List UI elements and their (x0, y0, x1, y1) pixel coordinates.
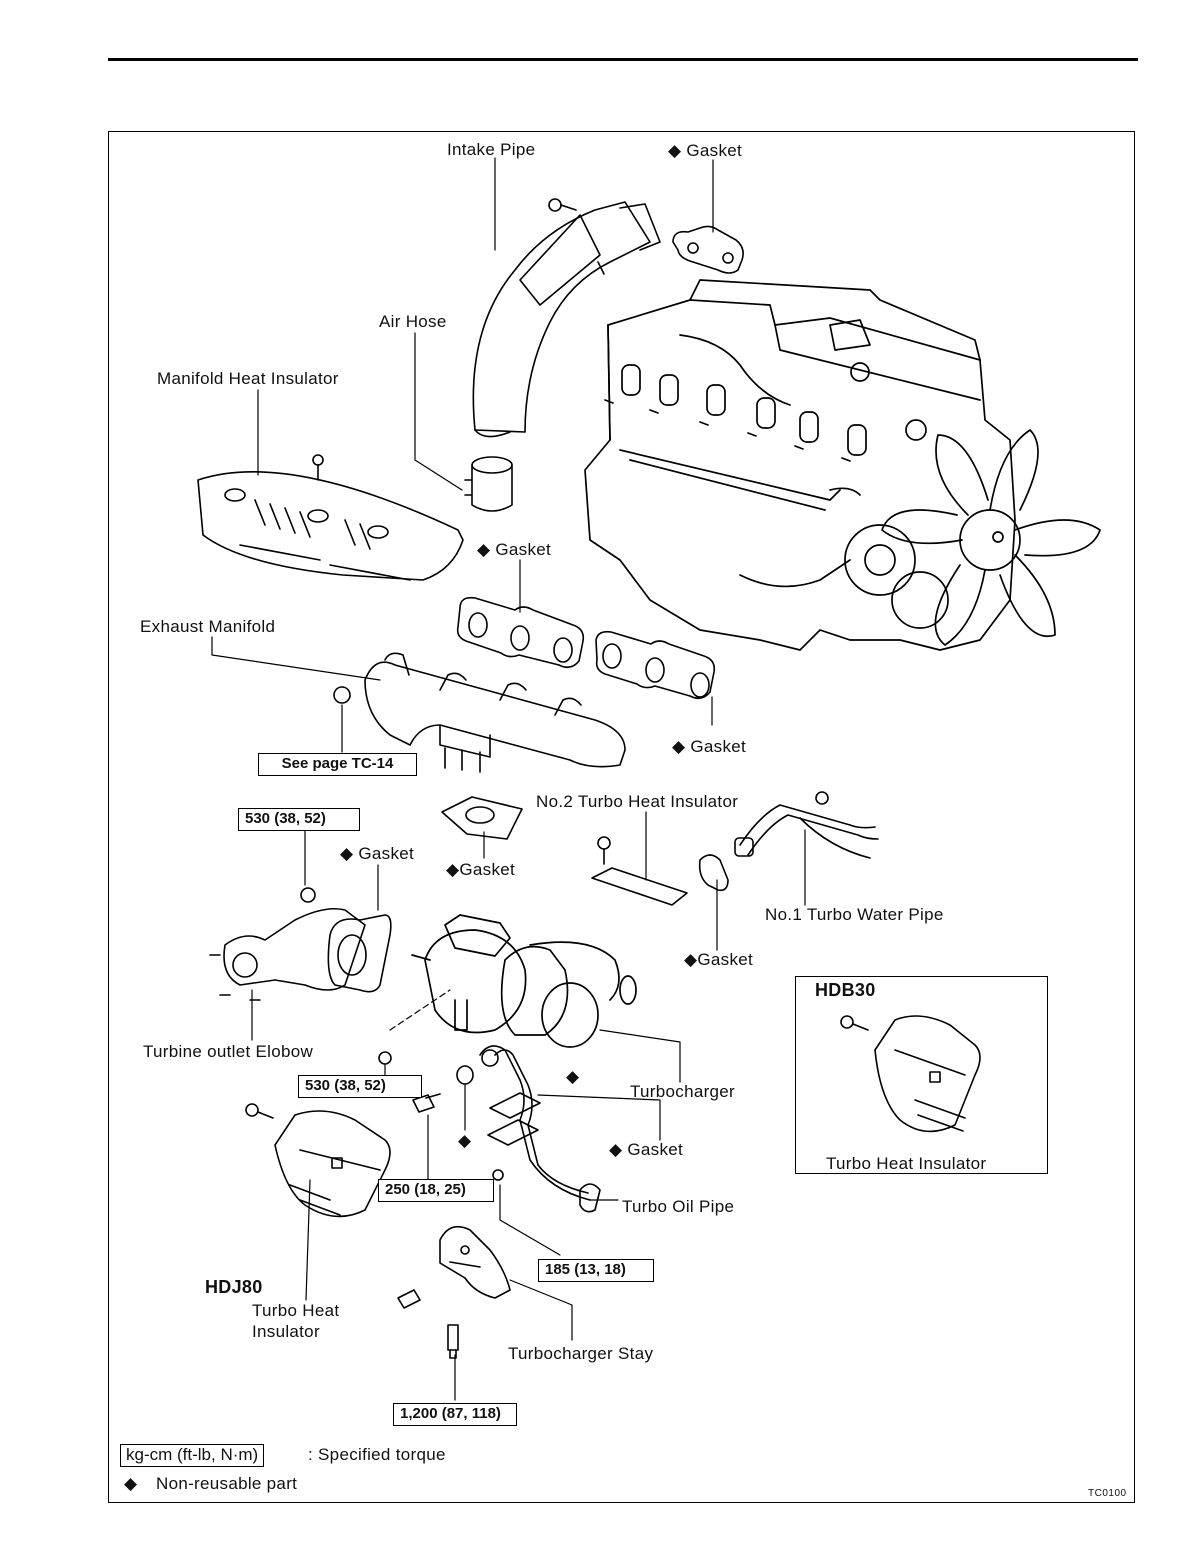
label-turbo-heat-hdb30: Turbo Heat Insulator (826, 1154, 987, 1173)
label-turbo-heat-hdj80-line1: Turbo Heat (252, 1301, 340, 1320)
bolts (245, 1015, 869, 1359)
manifold-gasket-upper (456, 596, 585, 669)
label-gasket-manifold-lower: ◆ Gasket (672, 737, 747, 756)
torque-box-530-upper: 530 (38, 52) (238, 808, 360, 831)
torque-box-1200: 1,200 (87, 118) (393, 1403, 517, 1426)
label-turbo-heat-hdj80-line2: Insulator (252, 1322, 320, 1341)
diagram-frame (108, 131, 1135, 1503)
turbo-heat-insulator-hdb30 (874, 1015, 981, 1133)
intake-gasket (672, 225, 744, 274)
label-gasket-intake: ◆ Gasket (668, 141, 743, 160)
label-hdb30: HDB30 (815, 980, 876, 1000)
label-air-hose: Air Hose (379, 312, 447, 331)
label-intake-pipe: Intake Pipe (447, 140, 536, 159)
label-gasket-oil: ◆ Gasket (609, 1140, 684, 1159)
elbow-gasket (327, 914, 392, 993)
no1-turbo-water-pipe (698, 791, 879, 892)
legend-torque-desc: : Specified torque (308, 1445, 446, 1464)
legend-torque-unit: kg-cm (ft-lb, N·m) (120, 1444, 265, 1467)
figure-code: TC0100 (1088, 1488, 1127, 1499)
label-exhaust-manifold: Exhaust Manifold (140, 617, 276, 636)
air-hose (464, 456, 513, 512)
manifold-gasket-lower (595, 630, 716, 700)
label-turbo-oil-pipe: Turbo Oil Pipe (622, 1197, 735, 1216)
label-no2-turbo-heat-insulator: No.2 Turbo Heat Insulator (536, 792, 739, 811)
intake-pipe (472, 198, 661, 438)
torque-box-530-lower: 530 (38, 52) (298, 1075, 422, 1098)
leader-lines (211, 157, 806, 1401)
label-gasket-water-pipe: ◆Gasket (684, 950, 754, 969)
torque-box-185: 185 (13, 18) (538, 1259, 654, 1282)
legend-diamond-icon: ◆ (124, 1474, 138, 1493)
turbocharger-stay (439, 1225, 511, 1299)
turbocharger (411, 914, 637, 1048)
turbine-outlet-elbow (209, 887, 366, 1001)
no2-turbo-heat-insulator (591, 836, 688, 906)
label-turbine-outlet-elbow: Turbine outlet Elobow (143, 1042, 314, 1061)
label-hdj80: HDJ80 (205, 1277, 263, 1297)
label-manifold-heat-insulator: Manifold Heat Insulator (157, 369, 339, 388)
label-no1-turbo-water-pipe: No.1 Turbo Water Pipe (765, 905, 944, 924)
hdb30-inset (795, 976, 1048, 1174)
label-turbocharger-stay: Turbocharger Stay (508, 1344, 654, 1363)
label-turbocharger: Turbocharger (630, 1082, 736, 1101)
torque-box-250: 250 (18, 25) (378, 1179, 494, 1202)
label-gasket-manifold-upper: ◆ Gasket (477, 540, 552, 559)
legend-diamond-desc: Non-reusable part (156, 1474, 298, 1493)
manifold-heat-insulator (197, 454, 464, 581)
diamond-turbo: ◆ (566, 1067, 580, 1086)
label-gasket-turbo-inlet: ◆Gasket (446, 860, 516, 879)
turbo-inlet-gasket (441, 796, 523, 840)
turbo-heat-insulator-hdj80 (274, 1110, 391, 1218)
label-gasket-elbow: ◆ Gasket (340, 844, 415, 863)
engine-fan (881, 429, 1101, 646)
engine-block (584, 279, 1101, 651)
turbo-oil-pipe (456, 1045, 601, 1213)
diamond-oil: ◆ (458, 1131, 472, 1150)
exhaust-manifold (333, 652, 626, 773)
see-page-reference: See page TC-14 (258, 753, 417, 776)
header-rule (108, 58, 1138, 61)
